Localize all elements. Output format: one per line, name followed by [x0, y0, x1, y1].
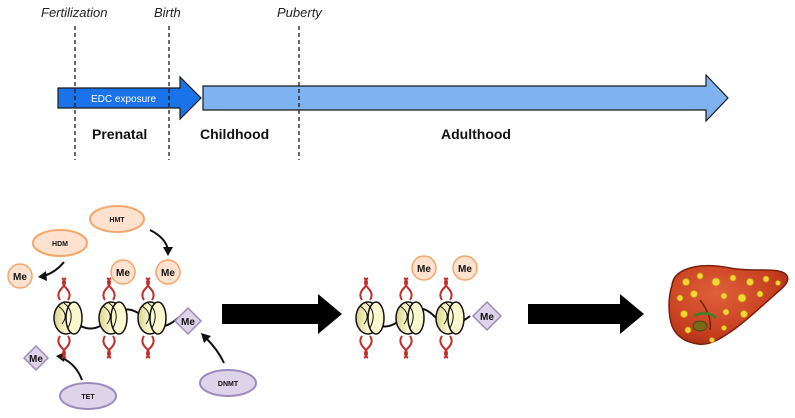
histone-methyl-mark: Me — [452, 255, 478, 281]
tet-enzyme: TET — [59, 382, 117, 410]
svg-text:Me: Me — [417, 264, 431, 275]
hdm-enzyme: HDM — [32, 229, 88, 257]
svg-text:Me: Me — [116, 268, 130, 279]
life-course-arrow — [202, 73, 729, 123]
dnmt-enzyme: DNMT — [199, 369, 257, 397]
hmt-enzyme: HMT — [89, 205, 145, 233]
svg-text:HDM: HDM — [52, 241, 68, 248]
edc-exposure-label: EDC exposure — [91, 94, 156, 105]
nucleosome-icon — [435, 277, 465, 359]
histone-methyl-mark: Me — [155, 259, 181, 285]
tet-arrow — [61, 357, 83, 381]
svg-text:Me: Me — [29, 354, 43, 365]
progression-arrow-2 — [528, 294, 644, 334]
removed-histone-methyl: Me — [7, 263, 33, 289]
removed-dna-methyl: Me — [22, 344, 50, 372]
milestone-fertilization-label: Fertilization — [41, 5, 107, 20]
svg-text:Me: Me — [181, 317, 195, 328]
svg-text:Me: Me — [13, 272, 27, 283]
nucleosome-icon — [53, 277, 83, 359]
period-prenatal-label: Prenatal — [92, 126, 147, 142]
liver-lesions — [676, 272, 781, 343]
hdm-arrow — [43, 261, 65, 277]
dna-methyl-mark: Me — [471, 300, 503, 332]
chromatin-fiber-altered: Me Me Me — [355, 255, 503, 359]
milestone-birth-label: Birth — [154, 5, 181, 20]
period-childhood-label: Childhood — [200, 126, 269, 142]
svg-text:Me: Me — [458, 264, 472, 275]
edc-exposure-arrow — [57, 75, 202, 121]
period-adulthood-label: Adulthood — [441, 126, 511, 142]
dnmt-arrow — [205, 337, 225, 364]
svg-text:Me: Me — [480, 312, 494, 323]
svg-text:Me: Me — [161, 268, 175, 279]
nucleosome-icon — [137, 277, 167, 359]
dna-methyl-mark: Me — [173, 306, 203, 336]
svg-text:DNMT: DNMT — [218, 381, 239, 388]
svg-text:HMT: HMT — [109, 217, 125, 224]
svg-text:TET: TET — [81, 394, 95, 401]
liver-icon — [668, 265, 789, 346]
nucleosome-icon — [395, 277, 425, 359]
chromatin-fiber-left: Me Me Me — [53, 259, 203, 359]
nucleosome-icon — [98, 277, 128, 359]
histone-methyl-mark: Me — [110, 259, 136, 285]
progression-arrow-1 — [222, 294, 342, 334]
timeline: Fertilization Birth Puberty EDC exposure… — [41, 5, 729, 160]
nucleosome-icon — [355, 277, 385, 359]
epigenetic-regulation-panel: HMT HDM TET DNMT — [7, 205, 257, 410]
milestone-puberty-label: Puberty — [277, 5, 323, 20]
histone-methyl-mark: Me — [411, 255, 437, 281]
